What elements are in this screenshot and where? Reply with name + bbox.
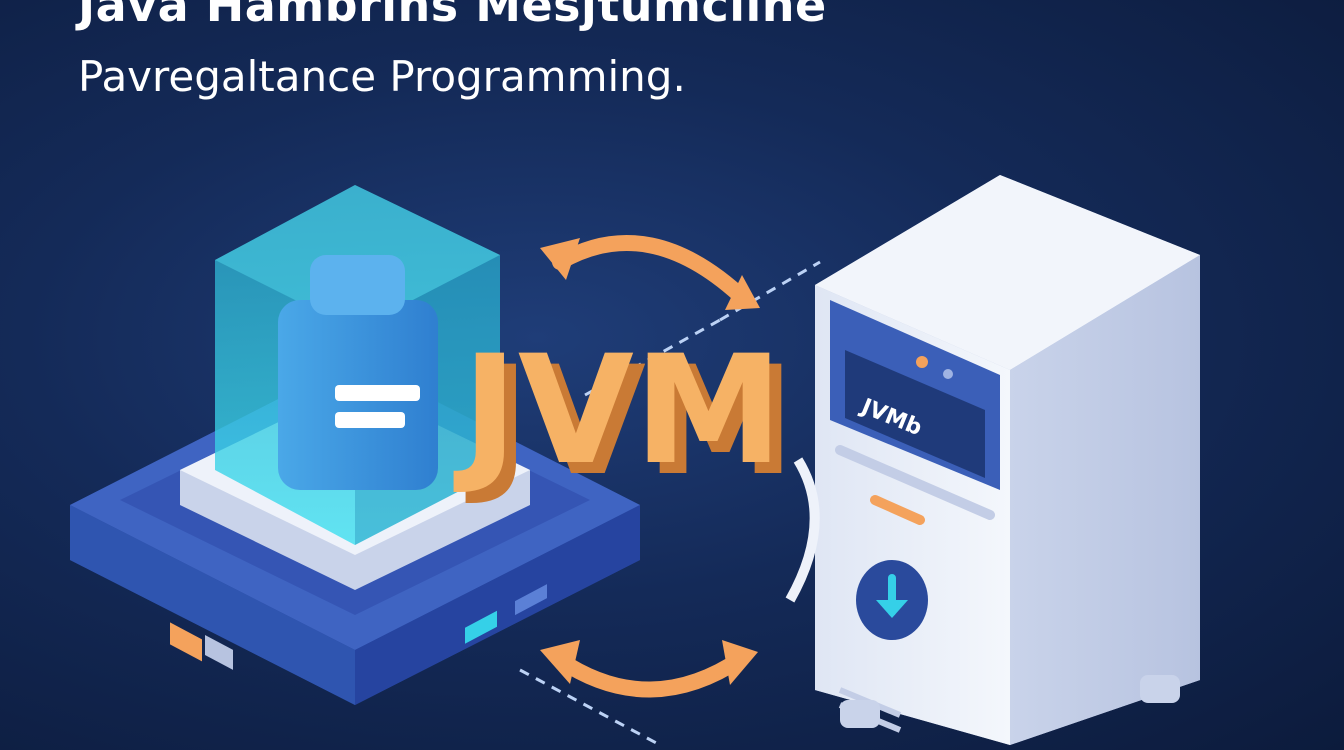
platform-port-orange [170,622,202,662]
server-feet [840,675,1180,728]
server-indicator-orange [870,495,925,525]
server-side-arc [785,457,820,603]
server-tower: JVMb [785,175,1200,745]
platform-led-cyan [465,610,497,644]
bidirectional-arrow-icon [540,235,760,310]
page-title: Java Hambrins Mesjtumcline [78,0,827,32]
jvm-letters-front: JVM [453,324,783,498]
dashed-connector-lines [519,260,821,747]
server-status-led [916,356,928,368]
server-screen [845,350,985,478]
jvm-3d-letters: JVM JVM [453,324,795,509]
platform-port-grey [205,635,233,670]
bidirectional-arrow-icon-bottom [540,640,758,698]
svg-text:JVM: JVM [465,335,795,509]
page-subtitle: Pavregaltance Programming. [78,52,686,101]
server-status-led-secondary [943,369,953,379]
container-cylinder-icon [278,255,438,490]
download-icon [856,560,928,640]
platform-led-blue [515,584,547,616]
